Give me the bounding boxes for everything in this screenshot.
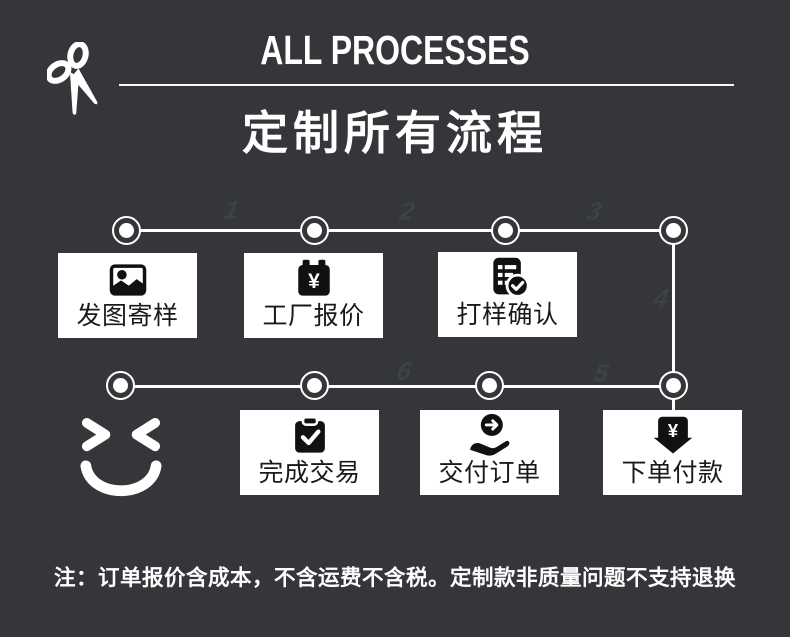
footnote-text: 注：订单报价含成本，不含运费不含税。定制款非质量问题不支持退换	[53, 566, 736, 590]
price-calendar-icon: ¥	[297, 259, 330, 296]
timeline-node	[475, 371, 504, 400]
step-box-send-sample: 发图寄样	[58, 253, 197, 338]
timeline-node	[491, 216, 520, 245]
title-english: ALL PROCESSES	[260, 27, 530, 73]
timeline-node	[112, 216, 141, 245]
step-box-complete-deal: 完成交易	[240, 410, 379, 495]
timeline-node	[106, 371, 135, 400]
step-box-deliver-order: 交付订单	[420, 410, 559, 495]
photo-image-icon	[109, 264, 146, 296]
payment-down-arrow-icon: ¥	[653, 416, 692, 454]
timeline-node	[300, 371, 329, 400]
step-box-sample-confirm: 打样确认	[438, 252, 577, 337]
clipboard-check-icon	[294, 415, 325, 453]
step-label: 工厂报价	[262, 302, 365, 330]
timeline-line-top	[127, 229, 674, 232]
step-label: 交付订单	[438, 459, 541, 487]
step-number-2: 2	[397, 197, 418, 226]
step-box-order-payment: ¥ 下单付款	[603, 410, 742, 495]
scissors-icon	[47, 42, 98, 115]
step-label: 打样确认	[456, 301, 559, 329]
step-label: 完成交易	[258, 459, 361, 487]
step-label: 下单付款	[621, 459, 724, 487]
timeline-line-bottom	[121, 385, 674, 388]
yen-symbol: ¥	[308, 270, 320, 293]
step-number-4: 4	[651, 284, 672, 313]
yen-symbol: ¥	[667, 420, 678, 441]
header-divider	[119, 84, 734, 86]
title-chinese: 定制所有流程	[242, 107, 548, 159]
winking-smiley-icon	[80, 417, 162, 497]
step-label: 发图寄样	[76, 302, 179, 330]
timeline-line-vertical	[672, 230, 675, 411]
timeline-node	[659, 216, 688, 245]
step-number-1: 1	[221, 196, 242, 225]
sample-confirm-list-icon	[492, 257, 530, 298]
step-number-6: 6	[394, 357, 415, 386]
timeline-node	[659, 371, 688, 400]
timeline-node	[300, 216, 329, 245]
step-number-3: 3	[584, 197, 605, 226]
step-box-factory-quote: ¥ 工厂报价	[244, 253, 383, 338]
hand-delivery-icon	[469, 413, 509, 456]
